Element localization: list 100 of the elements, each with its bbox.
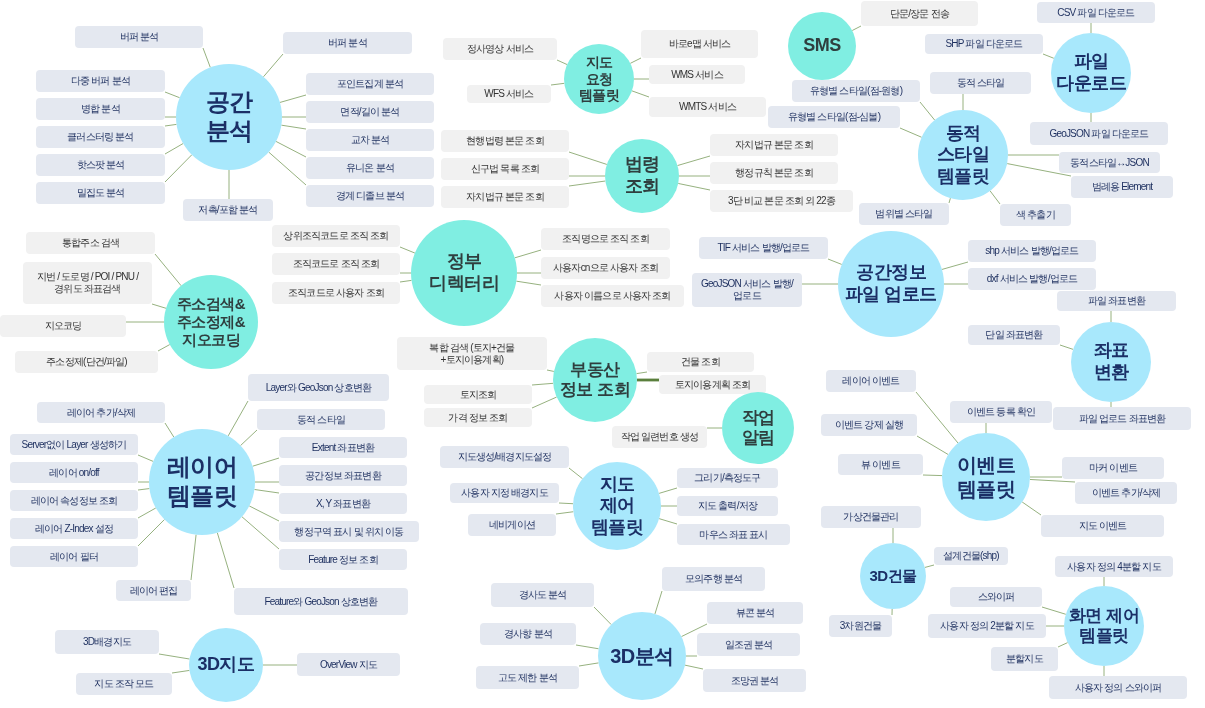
feature-box: 현행법령 본문 조회 [441, 130, 569, 152]
connector-line [279, 94, 307, 103]
connector-line [985, 422, 987, 434]
connector-line [631, 90, 650, 98]
connector-line [1090, 112, 1092, 123]
feature-box: 경사도 분석 [491, 583, 594, 607]
feature-box: 동적 스타일 [930, 72, 1031, 94]
connector-line [916, 435, 949, 455]
connector-line [125, 321, 165, 323]
connector-line [158, 653, 190, 660]
feature-box: 정사영상 서비스 [443, 38, 557, 60]
topic-circle: 법령 조회 [605, 139, 679, 213]
feature-box: 단문/장문 전송 [861, 1, 978, 26]
connector-line [137, 507, 157, 519]
connector-line [943, 283, 969, 285]
feature-box: 색 추출기 [1000, 204, 1071, 226]
topic-circle: 레이어 템플릿 [149, 429, 255, 535]
connector-line [654, 590, 663, 615]
feature-box: 경계 디졸브 분석 [306, 185, 434, 207]
connector-line [660, 505, 678, 507]
connector-line [922, 474, 943, 477]
connector-line [593, 606, 612, 626]
feature-box: WMTS 서비스 [649, 97, 766, 117]
feature-box: 가격 정보 조회 [424, 408, 532, 427]
feature-box: 조직명으로 조직 조회 [541, 228, 670, 250]
feature-box: shp 서비스 발행/업로드 [968, 240, 1096, 262]
connector-line [678, 175, 711, 177]
topic-circle: 정부 디렉터리 [411, 220, 517, 326]
connector-line [924, 564, 935, 568]
connector-line [1041, 606, 1067, 615]
feature-box: 지도생성/배경지도설정 [440, 446, 569, 468]
connector-line [151, 303, 167, 309]
connector-line [1045, 625, 1065, 627]
connector-line [558, 502, 574, 505]
feature-box: 다중 버퍼 분석 [36, 70, 165, 92]
connector-line [154, 253, 182, 287]
connector-line [137, 454, 154, 462]
topic-circle: 공간 분석 [176, 64, 282, 170]
connector-line [706, 427, 723, 429]
feature-box: 일조권 분석 [697, 633, 800, 656]
connector-line [164, 91, 181, 99]
feature-box: 사용자 정의 4분할 지도 [1055, 556, 1173, 577]
connector-line [915, 391, 959, 444]
connector-line [677, 183, 711, 191]
feature-box: 사용자cn으로 사용자 조회 [541, 257, 670, 279]
feature-box: 조망권 분석 [703, 669, 806, 692]
feature-box: 범위별 스타일 [859, 203, 949, 225]
connector-line [164, 116, 177, 118]
feature-box: dxf 서비스 발행/업로드 [968, 268, 1096, 290]
feature-box: 자치법규 본문 조회 [441, 186, 569, 208]
connector-line [1059, 344, 1074, 350]
connector-line [899, 127, 923, 138]
feature-box: 레이어 on/off [10, 462, 138, 483]
connector-line [399, 272, 412, 274]
feature-box: 마우스 좌표 표시 [677, 524, 790, 545]
topic-circle: 화면 제어 템플릿 [1064, 586, 1144, 666]
feature-box: 토지이용계획 조회 [659, 375, 766, 394]
feature-box: 포인트집계 분석 [306, 73, 434, 95]
connector-line [531, 382, 554, 386]
connector-line [681, 623, 708, 638]
feature-box: Server없이 Layer 생성하기 [10, 434, 138, 455]
connector-line [555, 511, 574, 515]
connector-line [240, 429, 258, 447]
connector-line [636, 371, 648, 375]
feature-box: 복합 검색 (토지+건물+토지이용계획) [397, 337, 547, 370]
feature-box: 레이어 Z-Index 설정 [10, 518, 138, 539]
feature-box: Layer와 GeoJson 상호변환 [248, 374, 389, 401]
topic-circle: 3D건물 [860, 543, 926, 609]
feature-box: 3D배경지도 [55, 630, 159, 654]
topic-circle: 공간정보 파일 업로드 [838, 231, 944, 337]
feature-box: 신구법 목록 조회 [441, 158, 569, 180]
feature-box: 지도 출력/저장 [677, 496, 778, 516]
feature-box: 그리기/측정도구 [677, 468, 778, 488]
feature-box: 버퍼 분석 [283, 32, 412, 54]
feature-box: 병합 분석 [36, 98, 165, 120]
connector-line [399, 246, 416, 254]
feature-box: 동적스타일↔JSON [1059, 152, 1160, 173]
feature-box: 경사향 분석 [480, 623, 576, 645]
topic-circle: 작업 알림 [722, 392, 794, 464]
feature-box: 단일 좌표변환 [968, 325, 1060, 345]
feature-box: 클러스터링 분석 [36, 126, 165, 148]
connector-line [546, 369, 555, 372]
feature-box: 3차원건물 [829, 615, 892, 637]
connector-line [190, 534, 197, 581]
connector-line [164, 422, 175, 438]
feature-box: 이벤트 추가/삭제 [1075, 482, 1177, 504]
connector-line [1103, 576, 1105, 587]
connector-line [941, 261, 969, 270]
connector-line [399, 279, 412, 283]
connector-line [531, 396, 558, 409]
feature-box: 가상건물관리 [821, 506, 921, 528]
connector-line [962, 93, 964, 111]
connector-line [851, 25, 862, 31]
connector-line [919, 101, 936, 121]
connector-line [568, 180, 606, 187]
feature-box: 상위조직코드로 조직 조회 [272, 225, 400, 247]
connector-line [633, 78, 650, 80]
connector-line [568, 175, 606, 177]
connector-line [658, 518, 678, 525]
feature-box: 뷰콘 분석 [707, 602, 803, 624]
